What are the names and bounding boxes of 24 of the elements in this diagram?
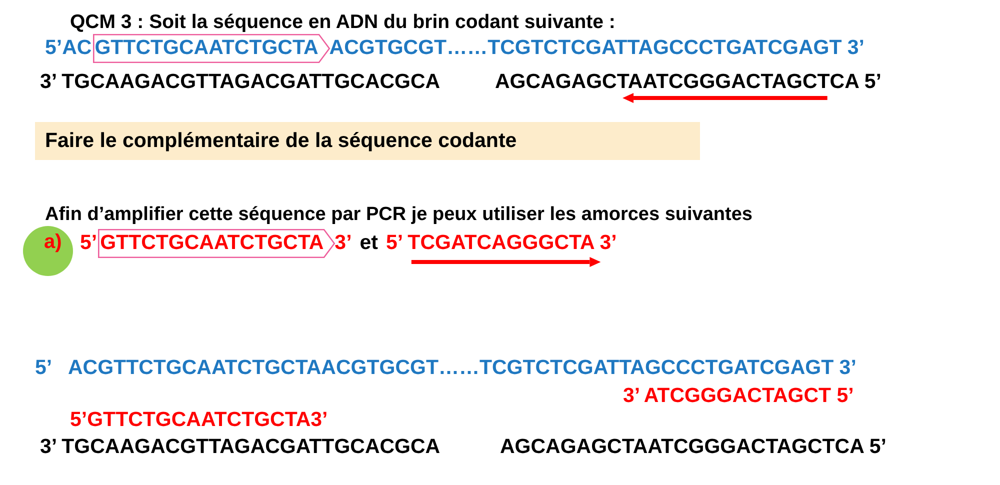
instruction-banner [35, 122, 700, 160]
option-letter: a) [44, 231, 62, 254]
sequence-text: ACGTGCGT……TCGTCTCGATTAGCCCTGATCGAGT 3’ [329, 36, 865, 60]
sequence-text: AGCAGAGCTAATCGGGACTAGCTCA 5’ [500, 436, 886, 458]
highlight-outline [92, 34, 330, 62]
strand-end-label: 5’ [35, 356, 52, 380]
sequence-text: 3’ TGCAAGACGTTAGACGATTGCACGCA [40, 436, 440, 458]
sequence-text: 3’ TGCAAGACGTTAGACGATTGCACGCA [40, 70, 440, 94]
sequence-text: AGCAGAGCTAATCGGGACTAGCTCA 5’ [495, 70, 882, 94]
strand-end-label: 5’ [80, 232, 98, 254]
primer-sequence: GTTCTGCAATCTGCTA [100, 232, 324, 254]
primer-sequence: 5’ TCGATCAGGGCTA 3’ [386, 232, 617, 254]
connecting-word: et [360, 232, 378, 254]
instruction-text: Faire le complémentaire de la séquence codante [45, 130, 517, 152]
primer-sequence: GTTCTGCAATCTGCTA [94, 36, 318, 60]
highlight-outline [98, 228, 335, 258]
slide-title: QCM 3 : Soit la séquence en ADN du brin codant suivante : [70, 12, 616, 34]
sequence-text: 5’AC [45, 36, 92, 60]
answer-marker [23, 226, 73, 276]
primer-sequence: 5’GTTCTGCAATCTGCTA3’ [70, 408, 328, 432]
primer-sequence: 3’ ATCGGGACTAGCT 5’ [623, 384, 854, 408]
sequence-text: ACGTTCTGCAATCTGCTAACGTGCGT……TCGTCTCGATTAGCCCTGATCGAGT 3’ [68, 356, 856, 380]
question-text: Afin d’amplifier cette séquence par PCR je peux utiliser les amorces suivantes [45, 204, 752, 226]
strand-end-label: 3’ [334, 232, 352, 254]
